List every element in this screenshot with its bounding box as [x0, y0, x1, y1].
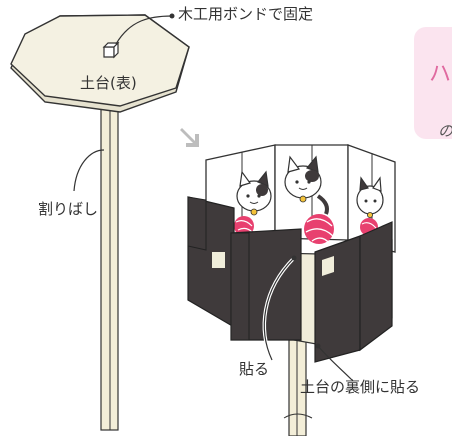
stick-on-label: 貼る: [239, 360, 270, 378]
stick-label: 割りばし: [38, 200, 99, 218]
glue-cube-icon: [102, 41, 120, 59]
panel-fold-edge: [187, 196, 207, 251]
cat-illustration-right: [356, 176, 384, 218]
direction-arrow-icon: [180, 128, 199, 147]
dark-panel-right: [314, 221, 393, 363]
stick-on-back-label: 土台の裏側に貼る: [300, 378, 421, 396]
side-panel-background: [414, 27, 452, 139]
stick-leader-line: [73, 149, 105, 192]
yarn-ball-left: [234, 216, 254, 236]
base-front-label: 土台(表): [80, 74, 137, 92]
glue-label: 木工用ボンドで固定: [178, 5, 314, 23]
stick-break-mark-right: [283, 413, 313, 419]
base-octagon: [10, 14, 190, 113]
glue-leader-line: [115, 15, 173, 45]
cat-illustration-center: [284, 155, 329, 215]
cat-illustration-left: [236, 170, 272, 216]
dark-panel-center: [230, 228, 302, 341]
glue-leader-dot: [169, 13, 175, 19]
back-stick-leader-dot: [315, 343, 321, 349]
stick-on-leader-dot: [291, 255, 297, 261]
side-panel-subtitle-char: の: [438, 122, 452, 140]
back-stick-leader-line: [317, 345, 353, 381]
yarn-ball-center: [304, 214, 334, 245]
side-panel-title-char: ハ: [429, 62, 452, 87]
stick-on-leader-line-inner: [263, 257, 295, 361]
